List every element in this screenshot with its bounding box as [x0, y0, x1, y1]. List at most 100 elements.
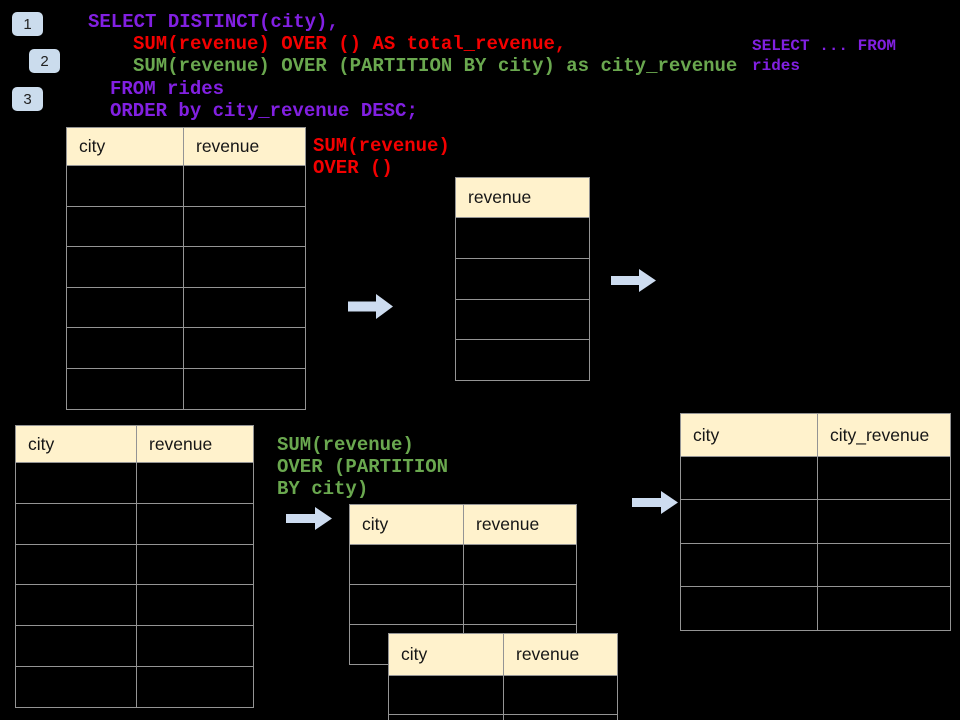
empty-cell — [136, 462, 254, 504]
step-badge-2: 2 — [29, 49, 60, 73]
empty-row — [66, 327, 306, 369]
sql-line-city-revenue: SUM(revenue) OVER (PARTITION BY city) as… — [133, 55, 738, 77]
empty-cell — [817, 499, 951, 544]
empty-row — [15, 502, 254, 545]
empty-cell — [136, 543, 254, 586]
table: revenue — [455, 177, 590, 382]
empty-row — [66, 367, 306, 410]
empty-cell — [183, 327, 306, 369]
header-row: revenue — [455, 177, 590, 218]
column-header: revenue — [463, 504, 577, 545]
sql-line-select: SELECT DISTINCT(city), — [88, 11, 339, 33]
empty-cell — [680, 586, 818, 631]
flow-arrow-4-icon — [632, 491, 678, 514]
empty-cell — [183, 367, 306, 410]
empty-cell — [183, 286, 306, 329]
empty-cell — [463, 544, 577, 585]
empty-cell — [463, 584, 577, 625]
empty-cell — [183, 165, 306, 207]
column-header: city — [680, 413, 818, 457]
flow-arrow-2-icon — [611, 269, 656, 292]
empty-cell — [66, 367, 184, 410]
empty-cell — [503, 675, 618, 715]
from-rides-note: SELECT ... FROM rides — [752, 37, 897, 75]
column-header: revenue — [136, 425, 254, 463]
empty-row — [15, 584, 254, 627]
empty-cell — [349, 544, 464, 585]
empty-row — [66, 286, 306, 329]
table-total-revenue-result: revenue — [455, 177, 590, 382]
empty-row — [15, 543, 254, 586]
column-header: city_revenue — [817, 413, 951, 457]
empty-row — [388, 714, 618, 720]
empty-cell — [15, 665, 137, 708]
empty-row — [680, 499, 951, 544]
column-header: city — [15, 425, 137, 463]
empty-cell — [66, 205, 184, 248]
empty-cell — [15, 502, 137, 545]
column-header: city — [388, 633, 504, 676]
column-header: revenue — [455, 177, 590, 218]
empty-cell — [183, 205, 306, 248]
empty-cell — [136, 584, 254, 627]
empty-row — [66, 246, 306, 288]
empty-cell — [66, 246, 184, 288]
empty-row — [388, 675, 618, 715]
column-header: city — [349, 504, 464, 545]
empty-cell — [817, 542, 951, 588]
empty-cell — [388, 714, 504, 720]
empty-row — [66, 165, 306, 207]
empty-cell — [183, 246, 306, 288]
empty-cell — [388, 675, 504, 715]
annotation-over-partition: SUM(revenue) OVER (PARTITION BY city) — [277, 434, 449, 500]
empty-row — [455, 257, 590, 300]
empty-row — [15, 462, 254, 504]
empty-cell — [680, 455, 818, 501]
empty-cell — [817, 455, 951, 501]
empty-cell — [455, 298, 590, 341]
empty-row — [455, 298, 590, 341]
sql-line-total-revenue: SUM(revenue) OVER () AS total_revenue, — [133, 33, 567, 55]
step-badge-1: 1 — [12, 12, 43, 36]
empty-row — [680, 455, 951, 501]
flow-arrow-1-icon — [348, 294, 393, 319]
column-header: revenue — [183, 127, 306, 166]
sql-line-from: FROM rides — [110, 78, 225, 100]
empty-cell — [15, 584, 137, 627]
column-header: revenue — [503, 633, 618, 676]
empty-cell — [15, 625, 137, 667]
empty-cell — [136, 502, 254, 545]
empty-row — [680, 542, 951, 588]
empty-cell — [680, 542, 818, 588]
column-header: city — [66, 127, 184, 166]
empty-cell — [680, 499, 818, 544]
empty-cell — [455, 339, 590, 382]
empty-cell — [136, 665, 254, 708]
empty-cell — [349, 584, 464, 625]
empty-row — [680, 586, 951, 631]
empty-cell — [66, 165, 184, 207]
empty-cell — [455, 217, 590, 259]
empty-row — [15, 665, 254, 708]
empty-cell — [136, 625, 254, 667]
flow-arrow-3-icon — [286, 507, 332, 530]
empty-cell — [66, 286, 184, 329]
empty-row — [66, 205, 306, 248]
empty-row — [349, 544, 577, 585]
empty-row — [15, 625, 254, 667]
